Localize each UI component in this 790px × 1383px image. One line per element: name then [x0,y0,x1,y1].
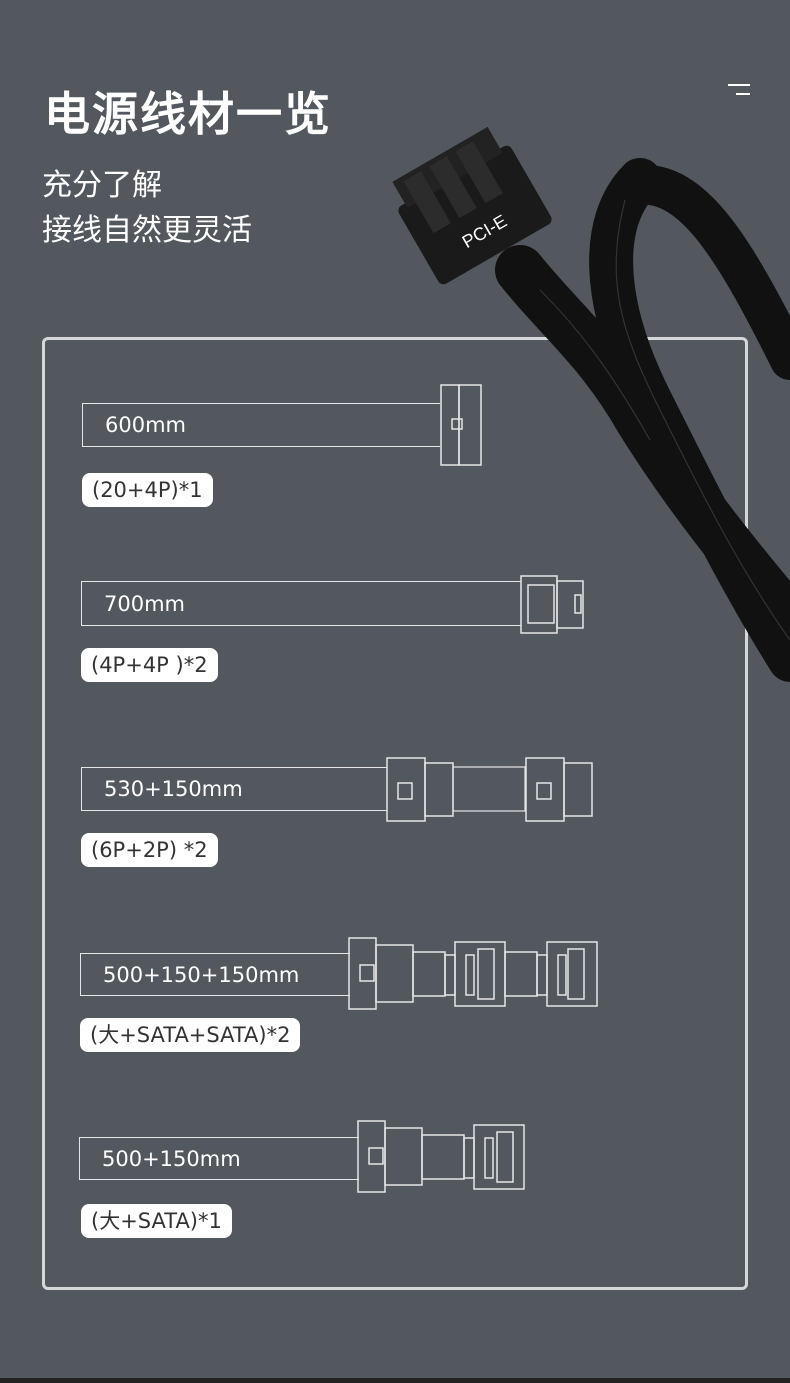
page-title: 电源线材一览 [44,87,332,141]
cable-length: 600mm [105,413,186,437]
cable-list-frame [42,337,748,1290]
subtitle-line-1: 充分了解 [42,168,162,203]
cable-length: 530+150mm [104,777,243,801]
menu-icon[interactable] [728,84,750,98]
cable-spec-pill: (6P+2P) *2 [81,833,218,867]
pcie-6p2p-connector-icon [386,757,593,822]
cable-bar-3: 530+150mm [81,767,387,811]
molex-sata-sata-connector-icon [348,937,598,1010]
cable-bar-5: 500+150mm [79,1137,359,1180]
cable-bar-2: 700mm [81,581,521,626]
cable-bar-4: 500+150+150mm [80,953,350,996]
cpu-4p4p-connector-icon [520,575,584,634]
cable-length: 700mm [104,591,185,616]
molex-sata-connector-icon [357,1120,525,1193]
pcie-label: PCI-E [459,211,511,252]
subtitle-line-2: 接线自然更灵活 [42,213,252,248]
cable-bar-1: 600mm [82,403,440,447]
cable-spec-pill: (大+SATA+SATA)*2 [80,1018,301,1052]
bottom-edge [0,1378,790,1383]
atx-24pin-connector-icon [440,384,482,466]
cable-length: 500+150mm [102,1146,241,1171]
cable-spec-pill: (4P+4P )*2 [81,648,218,682]
cable-length: 500+150+150mm [103,962,300,987]
cable-spec-pill: (20+4P)*1 [82,473,213,507]
cable-spec-pill: (大+SATA)*1 [81,1204,232,1238]
